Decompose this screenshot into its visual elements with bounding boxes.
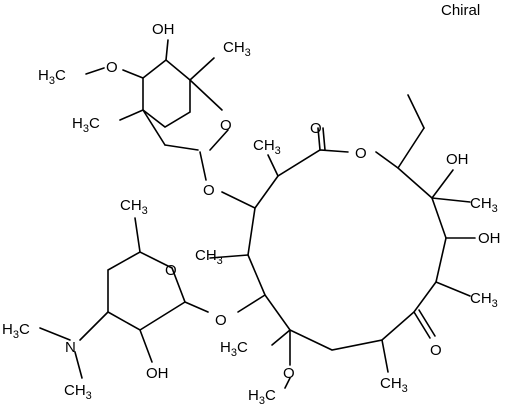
- label-lactone-o: O: [355, 145, 367, 162]
- label-ketone-o: O: [430, 342, 442, 359]
- bond-c1-glycoO: [199, 151, 207, 181]
- bond-c2p-oh: [139, 329, 153, 363]
- label-oh-c11: OH: [478, 230, 501, 247]
- bond-c-ome: [122, 69, 144, 79]
- desosamine-ring: [107, 251, 209, 331]
- bond-c-ringo: [189, 79, 223, 111]
- bond-c-oh: [165, 39, 169, 61]
- bond-c4-me: [209, 254, 249, 259]
- label-glycosidic-o-2: O: [215, 312, 227, 329]
- bond-c10-me: [435, 281, 471, 297]
- atom-labels: OH H3C O CH3 O H3C O O O CH3 OH CH3 OH C…: [2, 21, 501, 406]
- label-oh-c12: OH: [446, 151, 469, 168]
- bond-c-ch2: [142, 109, 166, 146]
- bond-c5-glycoO: [237, 294, 266, 313]
- bond-c5p-me: [134, 217, 141, 253]
- bond-c3p-n: [79, 311, 109, 341]
- label-o-top: O: [106, 59, 118, 76]
- label-h3c-cladinose: H3C: [72, 115, 100, 135]
- label-ch3-c12: CH3: [470, 195, 498, 215]
- cladinose-ring-partial: [142, 58, 191, 128]
- bond-c9-o-2: [418, 309, 436, 337]
- bond-c8-me: [381, 339, 389, 373]
- bond-ringo-c1: [209, 129, 229, 151]
- bond-glycoO-c3: [221, 191, 256, 209]
- bond-ch2-c1: [164, 144, 199, 151]
- label-nme-h3c: H3C: [2, 321, 30, 341]
- label-oh-top: OH: [152, 21, 175, 38]
- label-carbonyl-o: O: [310, 120, 322, 137]
- label-desosamine-ring-o: O: [165, 262, 177, 279]
- label-n-atom: N: [65, 339, 76, 356]
- chiral-label: Chiral: [441, 2, 481, 19]
- bond-c6-me: [271, 329, 291, 346]
- bond-ethyl: [407, 94, 425, 129]
- bond-n-me2: [74, 351, 83, 379]
- label-cladinose-ring-o: O: [220, 117, 232, 134]
- label-oh-desosamine: OH: [146, 365, 169, 382]
- bond-me-o-top: [85, 67, 105, 75]
- label-ch3-c4: CH3: [195, 247, 223, 267]
- label-nme-ch3: CH3: [64, 382, 92, 402]
- bond-n-me1: [39, 327, 71, 341]
- bond-c12-me: [431, 197, 471, 203]
- bond-ome-me: [284, 377, 291, 389]
- bond-c13-ethyl: [397, 127, 425, 169]
- bond-lines: [39, 39, 476, 389]
- label-h3c-c6: H3C: [220, 339, 248, 359]
- bond-carbonyl-2: [322, 127, 326, 151]
- label-desosamine-ch3: CH3: [120, 197, 148, 217]
- bond-c2-me: [267, 154, 279, 177]
- bond-c-ch3: [189, 57, 215, 81]
- bond-carbonyl-1: [317, 127, 321, 151]
- label-methoxy-top: H3C: [38, 67, 66, 87]
- label-ch3-c8: CH3: [380, 375, 408, 395]
- label-ch3-top-right: CH3: [223, 39, 251, 59]
- label-h3c-ome: H3C: [248, 387, 276, 406]
- label-glycosidic-o-1: O: [203, 182, 215, 199]
- label-ome-o: O: [283, 365, 295, 382]
- bond-c-me: [119, 109, 144, 121]
- bond-c12-oh: [431, 169, 454, 199]
- label-ch3-c10: CH3: [470, 290, 498, 310]
- label-ch3-ring-top: CH3: [253, 137, 281, 157]
- bond-c9-o-1: [413, 311, 431, 339]
- macrolide-ring: [247, 149, 447, 351]
